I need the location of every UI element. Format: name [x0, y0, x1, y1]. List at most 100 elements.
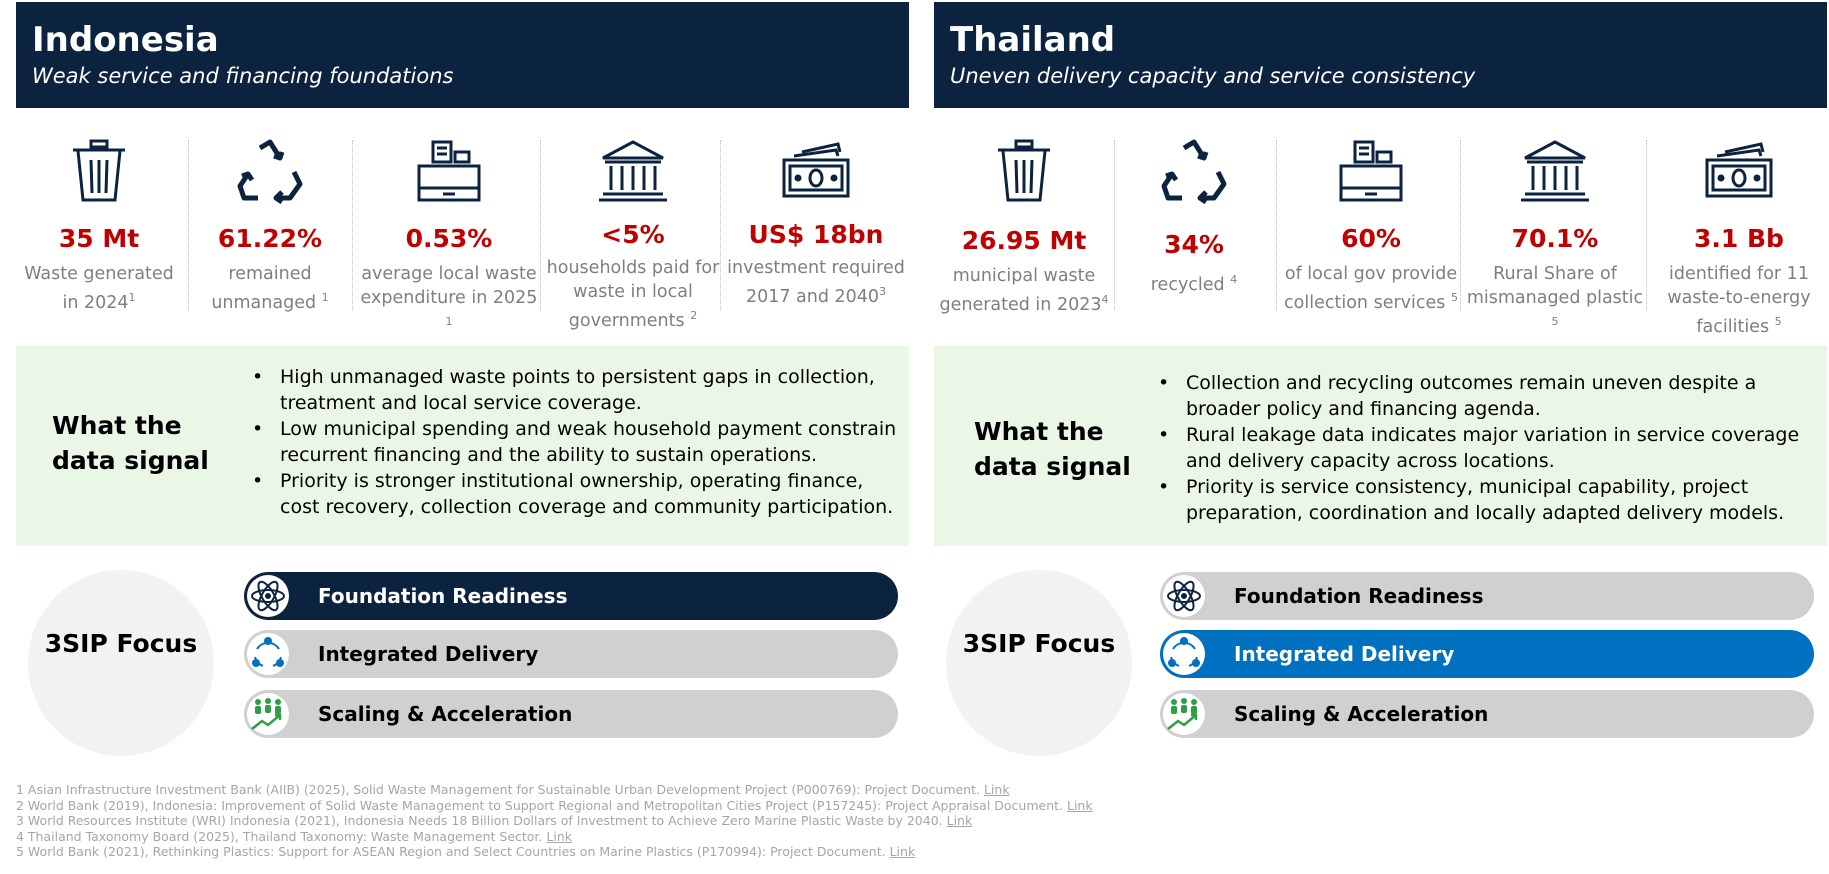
stat-value: 60% — [1341, 224, 1401, 253]
stat-waste-to-energy: 3.1 Bb identified for 11 waste-to-energy… — [1652, 130, 1826, 345]
stat-label: recycled 4 — [1150, 273, 1238, 295]
pill-label: Foundation Readiness — [1234, 584, 1484, 608]
government-building-icon — [1517, 138, 1593, 204]
stat-recycled: 34% recycled 4 — [1120, 130, 1268, 345]
footnotes: 1 Asian Infrastructure Investment Bank (… — [16, 782, 1816, 860]
bullet-item: Collection and recycling outcomes remain… — [1158, 370, 1808, 422]
footnote-ref: 1 — [128, 291, 136, 304]
stat-label: investment required 2017 and 20403 — [727, 258, 905, 307]
divider — [1646, 140, 1647, 310]
atom-icon — [247, 575, 289, 617]
bullet-item: Priority is service consistency, municip… — [1158, 474, 1808, 526]
stat-label: municipal waste generated in 20234 — [939, 266, 1109, 315]
footnote-ref: 3 — [879, 285, 887, 298]
trash-bin-icon — [61, 138, 137, 204]
footnote-line: 4 Thailand Taxonomy Board (2025), Thaila… — [16, 828, 572, 844]
divider — [1460, 140, 1461, 310]
bullet-item: Priority is stronger institutional owner… — [252, 468, 902, 520]
stat-rural-share: 70.1% Rural Share of mismanaged plastic … — [1466, 130, 1644, 345]
stat-value: 0.53% — [405, 224, 493, 253]
stat-unmanaged: 61.22% remained unmanaged 1 — [194, 130, 346, 345]
stat-label: identified for 11 waste-to-energy facili… — [1667, 264, 1811, 337]
pill-foundation-readiness: Foundation Readiness — [1160, 572, 1814, 620]
footnote-ref: 5 — [1450, 291, 1458, 304]
footnote-line: 1 Asian Infrastructure Investment Bank (… — [16, 782, 1010, 797]
stat-waste-generated: 35 Mt Waste generated in 20241 — [16, 130, 182, 345]
stat-value: 26.95 Mt — [961, 226, 1087, 255]
government-building-icon — [595, 138, 671, 204]
focus-label: 3SIP Focus — [44, 629, 198, 658]
country-title: Indonesia — [32, 20, 219, 60]
footnote-link[interactable]: Link — [889, 844, 916, 860]
stats-row: 35 Mt Waste generated in 20241 61.22% re… — [16, 130, 909, 345]
divider — [188, 140, 189, 310]
banknote-icon — [1701, 138, 1777, 204]
footnote-line: 3 World Resources Institute (WRI) Indone… — [16, 813, 973, 829]
stat-value: 61.22% — [217, 224, 323, 253]
country-subtitle: Uneven delivery capacity and service con… — [950, 64, 1476, 88]
signal-title: What the data signal — [974, 417, 1131, 481]
thailand-header: Thailand Uneven delivery capacity and se… — [934, 2, 1827, 108]
stat-collection-services: 60% of local gov provide collection serv… — [1282, 130, 1460, 345]
banknote-icon — [778, 138, 854, 204]
recycle-icon — [1156, 138, 1232, 204]
stat-local-expenditure: 0.53% average local waste expenditure in… — [358, 130, 540, 345]
footnote-link[interactable]: Link — [946, 813, 973, 829]
data-signal-box: What the data signal High unmanaged wast… — [16, 346, 909, 546]
atom-icon — [1163, 575, 1205, 617]
cash-register-icon — [411, 138, 487, 204]
pill-integrated-delivery: Integrated Delivery — [1160, 630, 1814, 678]
bullet-item: High unmanaged waste points to persisten… — [252, 364, 902, 416]
country-title: Thailand — [950, 20, 1116, 60]
footnote-ref: 4 — [1101, 293, 1109, 306]
stat-label: remained unmanaged 1 — [211, 264, 329, 313]
pill-foundation-readiness: Foundation Readiness — [244, 572, 898, 620]
stat-label: Rural Share of mismanaged plastic 5 — [1466, 264, 1644, 328]
pill-label: Scaling & Acceleration — [1234, 702, 1489, 726]
bullet-item: Low municipal spending and weak househol… — [252, 416, 902, 468]
footnote-ref: 1 — [445, 315, 453, 328]
stat-label: of local gov provide collection services… — [1284, 264, 1458, 313]
divider — [352, 140, 353, 310]
stat-value: 35 Mt — [58, 224, 140, 253]
connected-nodes-icon — [247, 633, 289, 675]
indonesia-header: Indonesia Weak service and financing fou… — [16, 2, 909, 108]
pill-label: Foundation Readiness — [318, 584, 568, 608]
focus-label: 3SIP Focus — [962, 629, 1116, 658]
bullet-item: Rural leakage data indicates major varia… — [1158, 422, 1808, 474]
stats-row: 26.95 Mt municipal waste generated in 20… — [934, 130, 1827, 345]
stat-value: <5% — [601, 220, 665, 249]
footnote-line: 5 World Bank (2021), Rethinking Plastics… — [16, 844, 916, 860]
footnote-link[interactable]: Link — [1067, 797, 1093, 813]
thailand-panel: Thailand Uneven delivery capacity and se… — [934, 0, 1827, 770]
divider — [720, 140, 721, 310]
pill-label: Integrated Delivery — [318, 642, 539, 666]
stat-value: 3.1 Bb — [1694, 224, 1784, 253]
stat-label: households paid for waste in local gover… — [546, 258, 720, 331]
divider — [1114, 140, 1115, 310]
divider — [1276, 140, 1277, 310]
stat-value: 70.1% — [1511, 224, 1599, 253]
pill-integrated-delivery: Integrated Delivery — [244, 630, 898, 678]
footnote-line: 2 World Bank (2019), Indonesia: Improvem… — [16, 797, 1093, 813]
data-signal-box: What the data signal Collection and recy… — [934, 346, 1827, 546]
footnote-link[interactable]: Link — [546, 828, 572, 844]
connected-nodes-icon — [1163, 633, 1205, 675]
people-growth-icon — [1163, 693, 1205, 735]
stat-label: Waste generated in 20241 — [24, 264, 174, 313]
pill-label: Integrated Delivery — [1234, 642, 1455, 666]
stat-value: US$ 18bn — [748, 220, 884, 249]
pill-scaling-acceleration: Scaling & Acceleration — [1160, 690, 1814, 738]
stat-investment-required: US$ 18bn investment required 2017 and 20… — [726, 130, 906, 345]
recycle-icon — [232, 138, 308, 204]
pill-scaling-acceleration: Scaling & Acceleration — [244, 690, 898, 738]
pill-label: Scaling & Acceleration — [318, 702, 573, 726]
footnote-link[interactable]: Link — [983, 782, 1010, 797]
footnote-ref: 1 — [321, 291, 329, 304]
trash-bin-icon — [986, 138, 1062, 204]
focus-circle: 3SIP Focus — [946, 570, 1132, 756]
stat-municipal-waste: 26.95 Mt municipal waste generated in 20… — [934, 130, 1114, 345]
signal-title: What the data signal — [52, 411, 209, 475]
signal-bullets: Collection and recycling outcomes remain… — [1158, 370, 1808, 526]
stat-households-paid: <5% households paid for waste in local g… — [546, 130, 720, 345]
